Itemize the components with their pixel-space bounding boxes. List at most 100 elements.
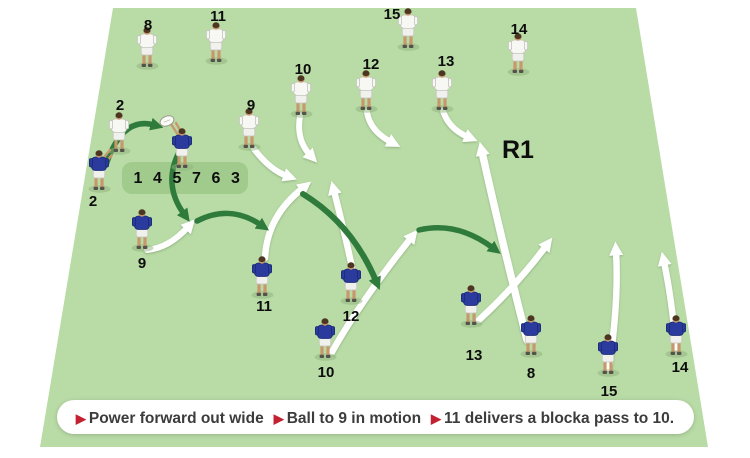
player-part-skin-f — [211, 49, 215, 61]
player-part-shadow — [340, 297, 363, 305]
run-arrow-white-12 — [364, 109, 401, 147]
player-part-skin-f — [120, 139, 124, 151]
player-number-blue-15: 15 — [601, 383, 618, 400]
caption-text: ▶Power forward out wide▶Ball to 9 in mot… — [75, 410, 674, 427]
caption-segment: Power forward out wide — [89, 410, 264, 427]
player-part-shoe — [210, 58, 215, 62]
player-part-skin-f — [244, 135, 248, 147]
player-part-jersey — [171, 136, 176, 146]
player-part-shadow — [397, 43, 420, 51]
run-arrow-white-10 — [296, 113, 318, 163]
player-blue-jumper — [169, 121, 194, 171]
player-part-jersey — [290, 83, 295, 93]
player-part-hair — [138, 209, 146, 216]
player-part-hair — [514, 33, 522, 40]
player-part-skin-f — [409, 35, 413, 47]
player-part-skin-f — [183, 155, 187, 167]
player-blue-8 — [520, 315, 543, 358]
player-part-shoe — [465, 321, 470, 325]
player-part-shadow — [136, 62, 159, 70]
player-part-shoe — [352, 298, 357, 302]
player-part-skin-f — [352, 289, 356, 301]
player-white-8 — [136, 27, 159, 70]
player-part-skin-f — [217, 49, 221, 61]
player-part-jersey — [139, 33, 155, 48]
player-part-shoe — [670, 351, 675, 355]
player-part-skin-f — [137, 236, 141, 248]
caption-marker-icon: ▶ — [273, 411, 285, 426]
player-part-shoe — [183, 164, 188, 168]
player-part-shadow — [108, 147, 131, 155]
player-part-shoe — [136, 245, 141, 249]
player-part-skin-f — [403, 35, 407, 47]
player-part-skin-f — [296, 102, 300, 114]
player-number-white-12: 12 — [363, 56, 380, 73]
player-part-shoe — [100, 186, 105, 190]
player-part-skin-f — [100, 177, 104, 189]
player-part-jersey — [125, 120, 130, 130]
player-part-hair — [438, 70, 446, 77]
player-part-shoe — [256, 292, 261, 296]
player-part-skin-f — [142, 54, 146, 66]
lineout-number-5: 5 — [173, 170, 182, 187]
player-part-shoe — [472, 321, 477, 325]
player-part-jersey — [188, 136, 193, 146]
players-layer — [88, 8, 688, 377]
lineout-pod-box — [122, 162, 248, 194]
player-part-skin-f — [257, 283, 261, 295]
player-part-jersey — [340, 270, 345, 280]
player-part-shoe — [512, 69, 517, 73]
player-part-jersey — [136, 35, 141, 45]
player-part-shadow — [131, 244, 154, 252]
player-part-skin-f — [250, 135, 254, 147]
player-part-shoe — [302, 111, 307, 115]
player-part-hair — [467, 285, 475, 292]
player-part-skin-f — [302, 102, 306, 114]
player-part-shoe — [143, 245, 148, 249]
run-arrow-white-9 — [251, 146, 297, 182]
player-part-shoe — [243, 144, 248, 148]
player-part-shadow — [507, 68, 530, 76]
player-part-shoe — [402, 44, 407, 48]
lineout-number-4: 4 — [153, 170, 162, 187]
player-part-shadow — [238, 143, 261, 151]
player-part-jersey — [477, 293, 482, 303]
player-part-jersey — [343, 268, 359, 283]
lineout-number-6: 6 — [212, 170, 221, 187]
player-part-jersey — [463, 291, 479, 306]
player-part-jersey — [241, 114, 257, 129]
caption-bar: ▶Power forward out wide▶Ball to 9 in mot… — [57, 400, 694, 434]
player-part-skin-f — [346, 289, 350, 301]
player-part-shoe — [409, 44, 414, 48]
player-part-jersey — [510, 39, 526, 54]
player-part-jersey — [293, 81, 309, 96]
player-part-shadow — [88, 185, 111, 193]
lineout-number-3: 3 — [231, 170, 240, 187]
player-number-white-11: 11 — [210, 8, 226, 25]
ball-seam — [163, 119, 171, 123]
pass-arrow-cross-field — [300, 191, 381, 290]
player-part-jersey — [665, 323, 670, 333]
player-number-blue-11: 11 — [256, 298, 272, 315]
run-arrow-r1-blue-8 — [475, 141, 531, 344]
run-arrow-blue-10 — [328, 229, 418, 356]
player-part-shoe — [250, 144, 255, 148]
player-part-skin-f — [361, 97, 365, 109]
player-blue-2 — [88, 148, 114, 193]
player-part-shoe — [345, 298, 350, 302]
player-part-shadow — [597, 369, 620, 377]
player-part-jersey — [153, 35, 158, 45]
player-number-white-10: 10 — [295, 61, 312, 78]
player-part-jersey — [537, 323, 542, 333]
player-part-jersey — [414, 16, 419, 26]
player-part-shoe — [176, 164, 181, 168]
player-white-12 — [355, 70, 378, 113]
r1-runner-label: R1 — [502, 136, 534, 164]
player-part-shoe — [141, 63, 146, 67]
player-part-jersey — [208, 28, 224, 43]
run-arrow-blue-11 — [261, 181, 312, 262]
player-blue-12 — [340, 262, 363, 305]
player-part-skin-f — [677, 342, 681, 354]
player-number-white-9: 9 — [247, 97, 255, 114]
